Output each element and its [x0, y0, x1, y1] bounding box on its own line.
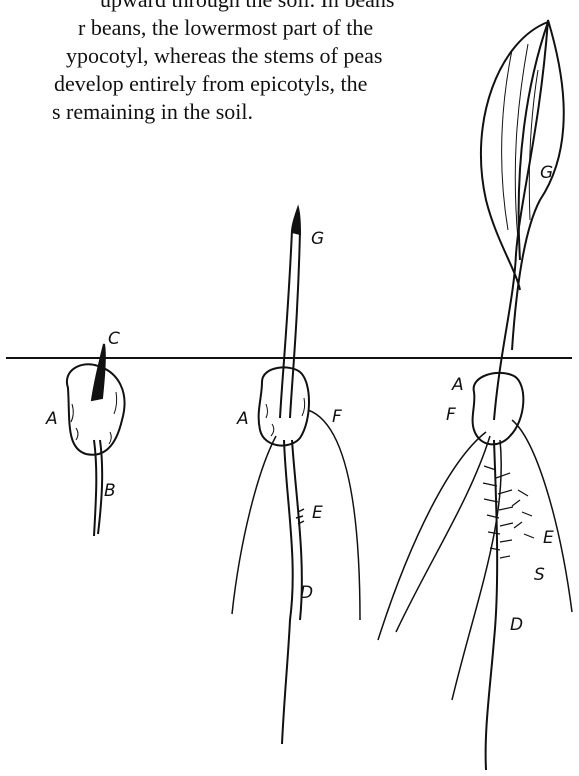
label-f: F	[332, 407, 342, 427]
label-f: F	[446, 405, 456, 425]
label-e: E	[312, 503, 323, 523]
label-a: A	[45, 409, 58, 429]
label-a: A	[236, 409, 249, 429]
label-b: B	[104, 481, 116, 501]
plumule	[92, 344, 105, 400]
main-root	[486, 440, 498, 770]
lateral-roots	[378, 420, 572, 700]
seedling-3	[378, 20, 572, 770]
shoot-tip	[292, 208, 300, 234]
leaf-blade	[481, 22, 548, 290]
seed-texture	[266, 398, 305, 436]
label-a: A	[451, 375, 464, 395]
seedling-2	[232, 208, 360, 744]
label-d: D	[300, 583, 313, 603]
label-c: C	[108, 329, 120, 349]
label-s: S	[534, 565, 545, 585]
main-root	[282, 440, 302, 744]
seed-coat	[259, 367, 309, 445]
label-g: G	[311, 229, 324, 249]
label-e: E	[543, 528, 554, 548]
seedling-1	[67, 344, 125, 536]
label-d: D	[510, 615, 523, 635]
label-g: G	[540, 163, 553, 183]
root-hairs	[483, 466, 534, 558]
leaf-sheath	[494, 20, 564, 420]
shoot	[280, 230, 300, 418]
